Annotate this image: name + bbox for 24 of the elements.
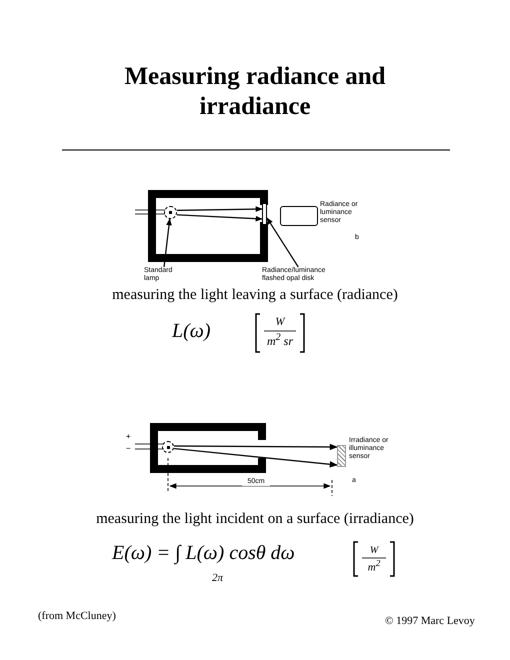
- leader-line: [163, 218, 172, 268]
- lamp-symbol: [164, 206, 177, 219]
- light-ray-arrow: [176, 214, 263, 222]
- terminal-sign: −: [126, 445, 132, 454]
- copyright-note: © 1997 Marc Levoy: [385, 615, 476, 628]
- sensor-drawing: [280, 206, 318, 226]
- light-ray-arrow: [174, 448, 338, 468]
- formula: L(ω): [172, 320, 212, 342]
- unit-denominator: m$^{2}$: [366, 558, 382, 574]
- unit-denominator: m$^{2}$ sr: [266, 332, 294, 348]
- leader-line: [266, 217, 299, 268]
- light-ray-arrow: [176, 206, 263, 212]
- caption: measuring the light incident on a surface (irradiance): [95, 511, 415, 528]
- integral-limit: 2π: [212, 572, 224, 584]
- lamp-symbol: [162, 441, 174, 453]
- source-note: (from McCluney): [38, 610, 117, 622]
- unit-numerator: W: [368, 545, 380, 556]
- unit-numerator: W: [274, 316, 286, 328]
- formula: E(ω) = ∫ L(ω) cosθ dω: [112, 542, 296, 564]
- light-ray-arrow: [174, 444, 338, 450]
- caption: measuring the light leaving a surface (radiance): [111, 287, 399, 304]
- sensor-drawing: [337, 445, 346, 467]
- terminal-sign: +: [126, 433, 132, 442]
- title: Measuring radiance and irradiance: [123, 62, 387, 122]
